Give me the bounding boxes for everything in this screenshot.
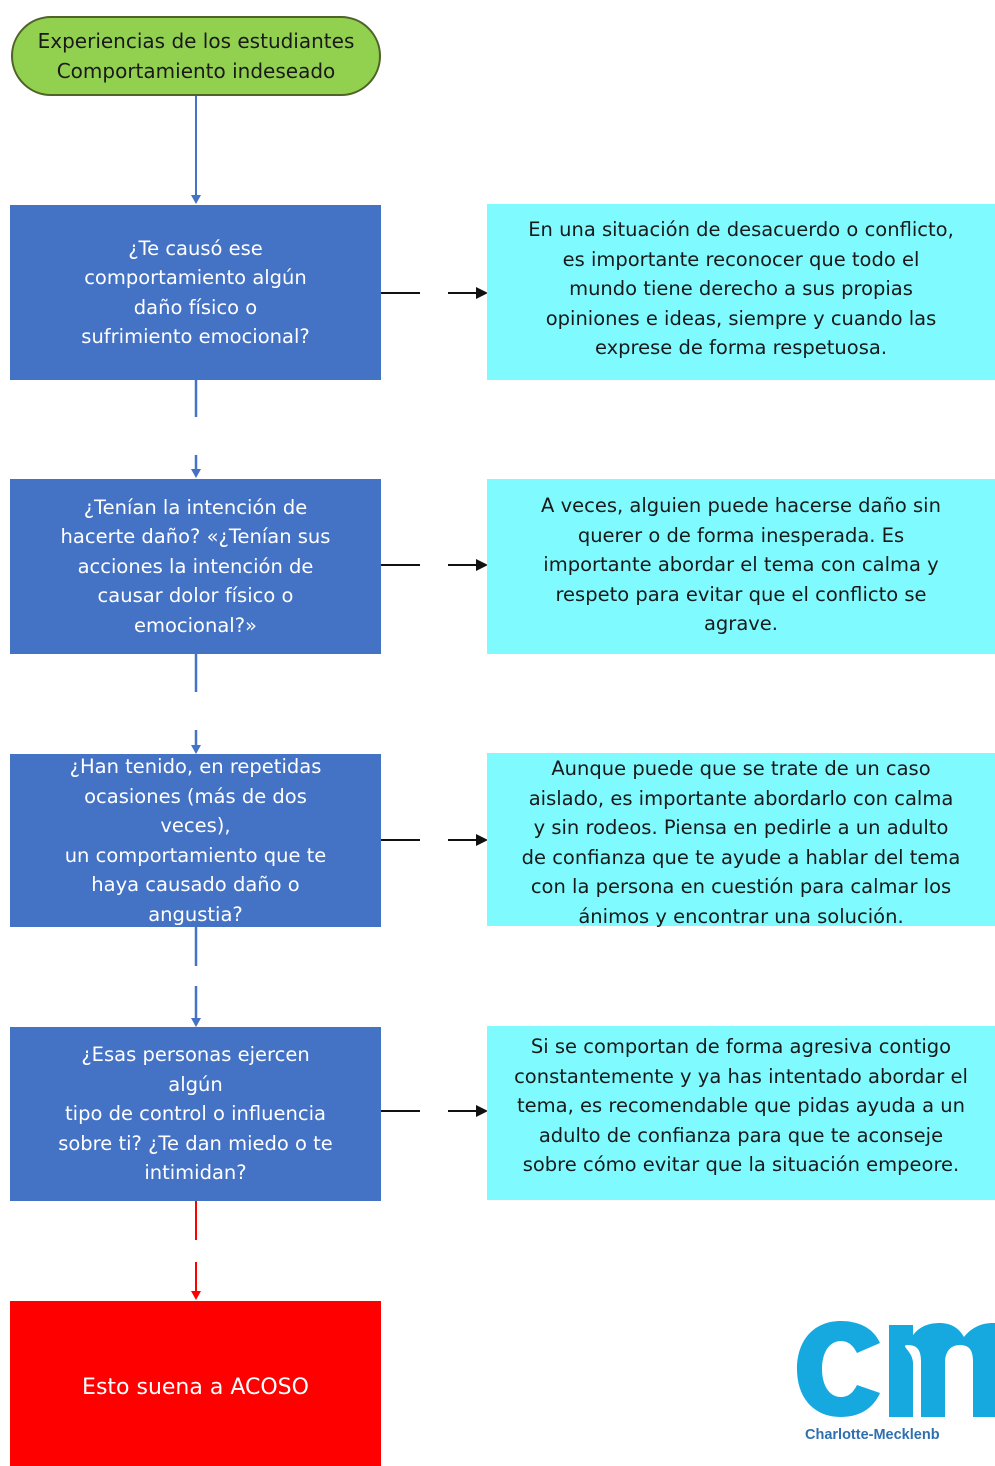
start-node: Experiencias de los estudiantes Comporta… [11,16,381,96]
question-node-3: ¿Han tenido, en repetidas ocasiones (más… [10,754,381,927]
cm-monogram-icon [797,1321,995,1417]
answer-node-1: En una situación de desacuerdo o conflic… [487,204,995,380]
answer-node-4: Si se comportan de forma agresiva contig… [487,1026,995,1200]
cms-logo: Charlotte-Mecklenb [785,1305,995,1466]
question-node-2: ¿Tenían la intención de hacerte daño? «¿… [10,479,381,654]
end-node: Esto suena a ACOSO [10,1301,381,1466]
answer-node-2: A veces, alguien puede hacerse daño sin … [487,479,995,654]
question-node-4: ¿Esas personas ejercen algún tipo de con… [10,1027,381,1201]
logo-caption: Charlotte-Mecklenb [805,1427,940,1443]
question-node-1: ¿Te causó ese comportamiento algún daño … [10,205,381,380]
answer-node-3: Aunque puede que se trate de un caso ais… [487,753,995,928]
